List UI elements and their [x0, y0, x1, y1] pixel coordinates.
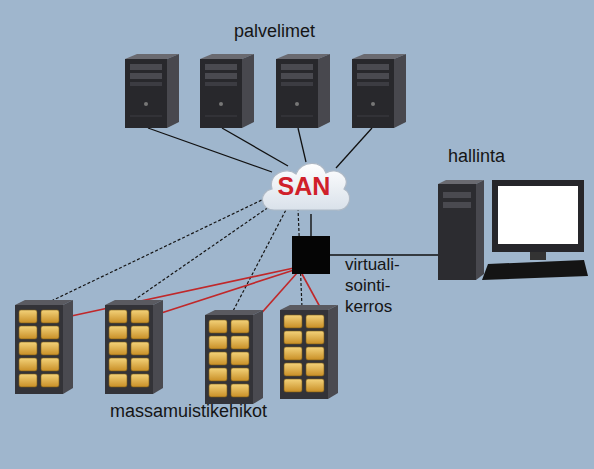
connector-line — [310, 214, 311, 236]
dashed-san-links — [45, 198, 302, 313]
virtualization-layer: virtuali- sointi- kerros — [292, 236, 330, 274]
node-text: SAN — [258, 172, 350, 200]
storage-racks — [15, 300, 338, 404]
management-computer: hallinta — [438, 176, 588, 282]
square-outline — [292, 236, 330, 274]
san-cloud: SAN — [258, 158, 350, 214]
node-text: virtuali- sointi- kerros — [345, 254, 425, 317]
group-label: palvelimet — [234, 20, 315, 42]
group-label: massamuistikehikot — [110, 400, 267, 422]
computer-outline — [438, 176, 588, 282]
server-wires — [148, 128, 372, 172]
node-text: hallinta — [448, 145, 505, 167]
server-towers — [125, 54, 406, 128]
